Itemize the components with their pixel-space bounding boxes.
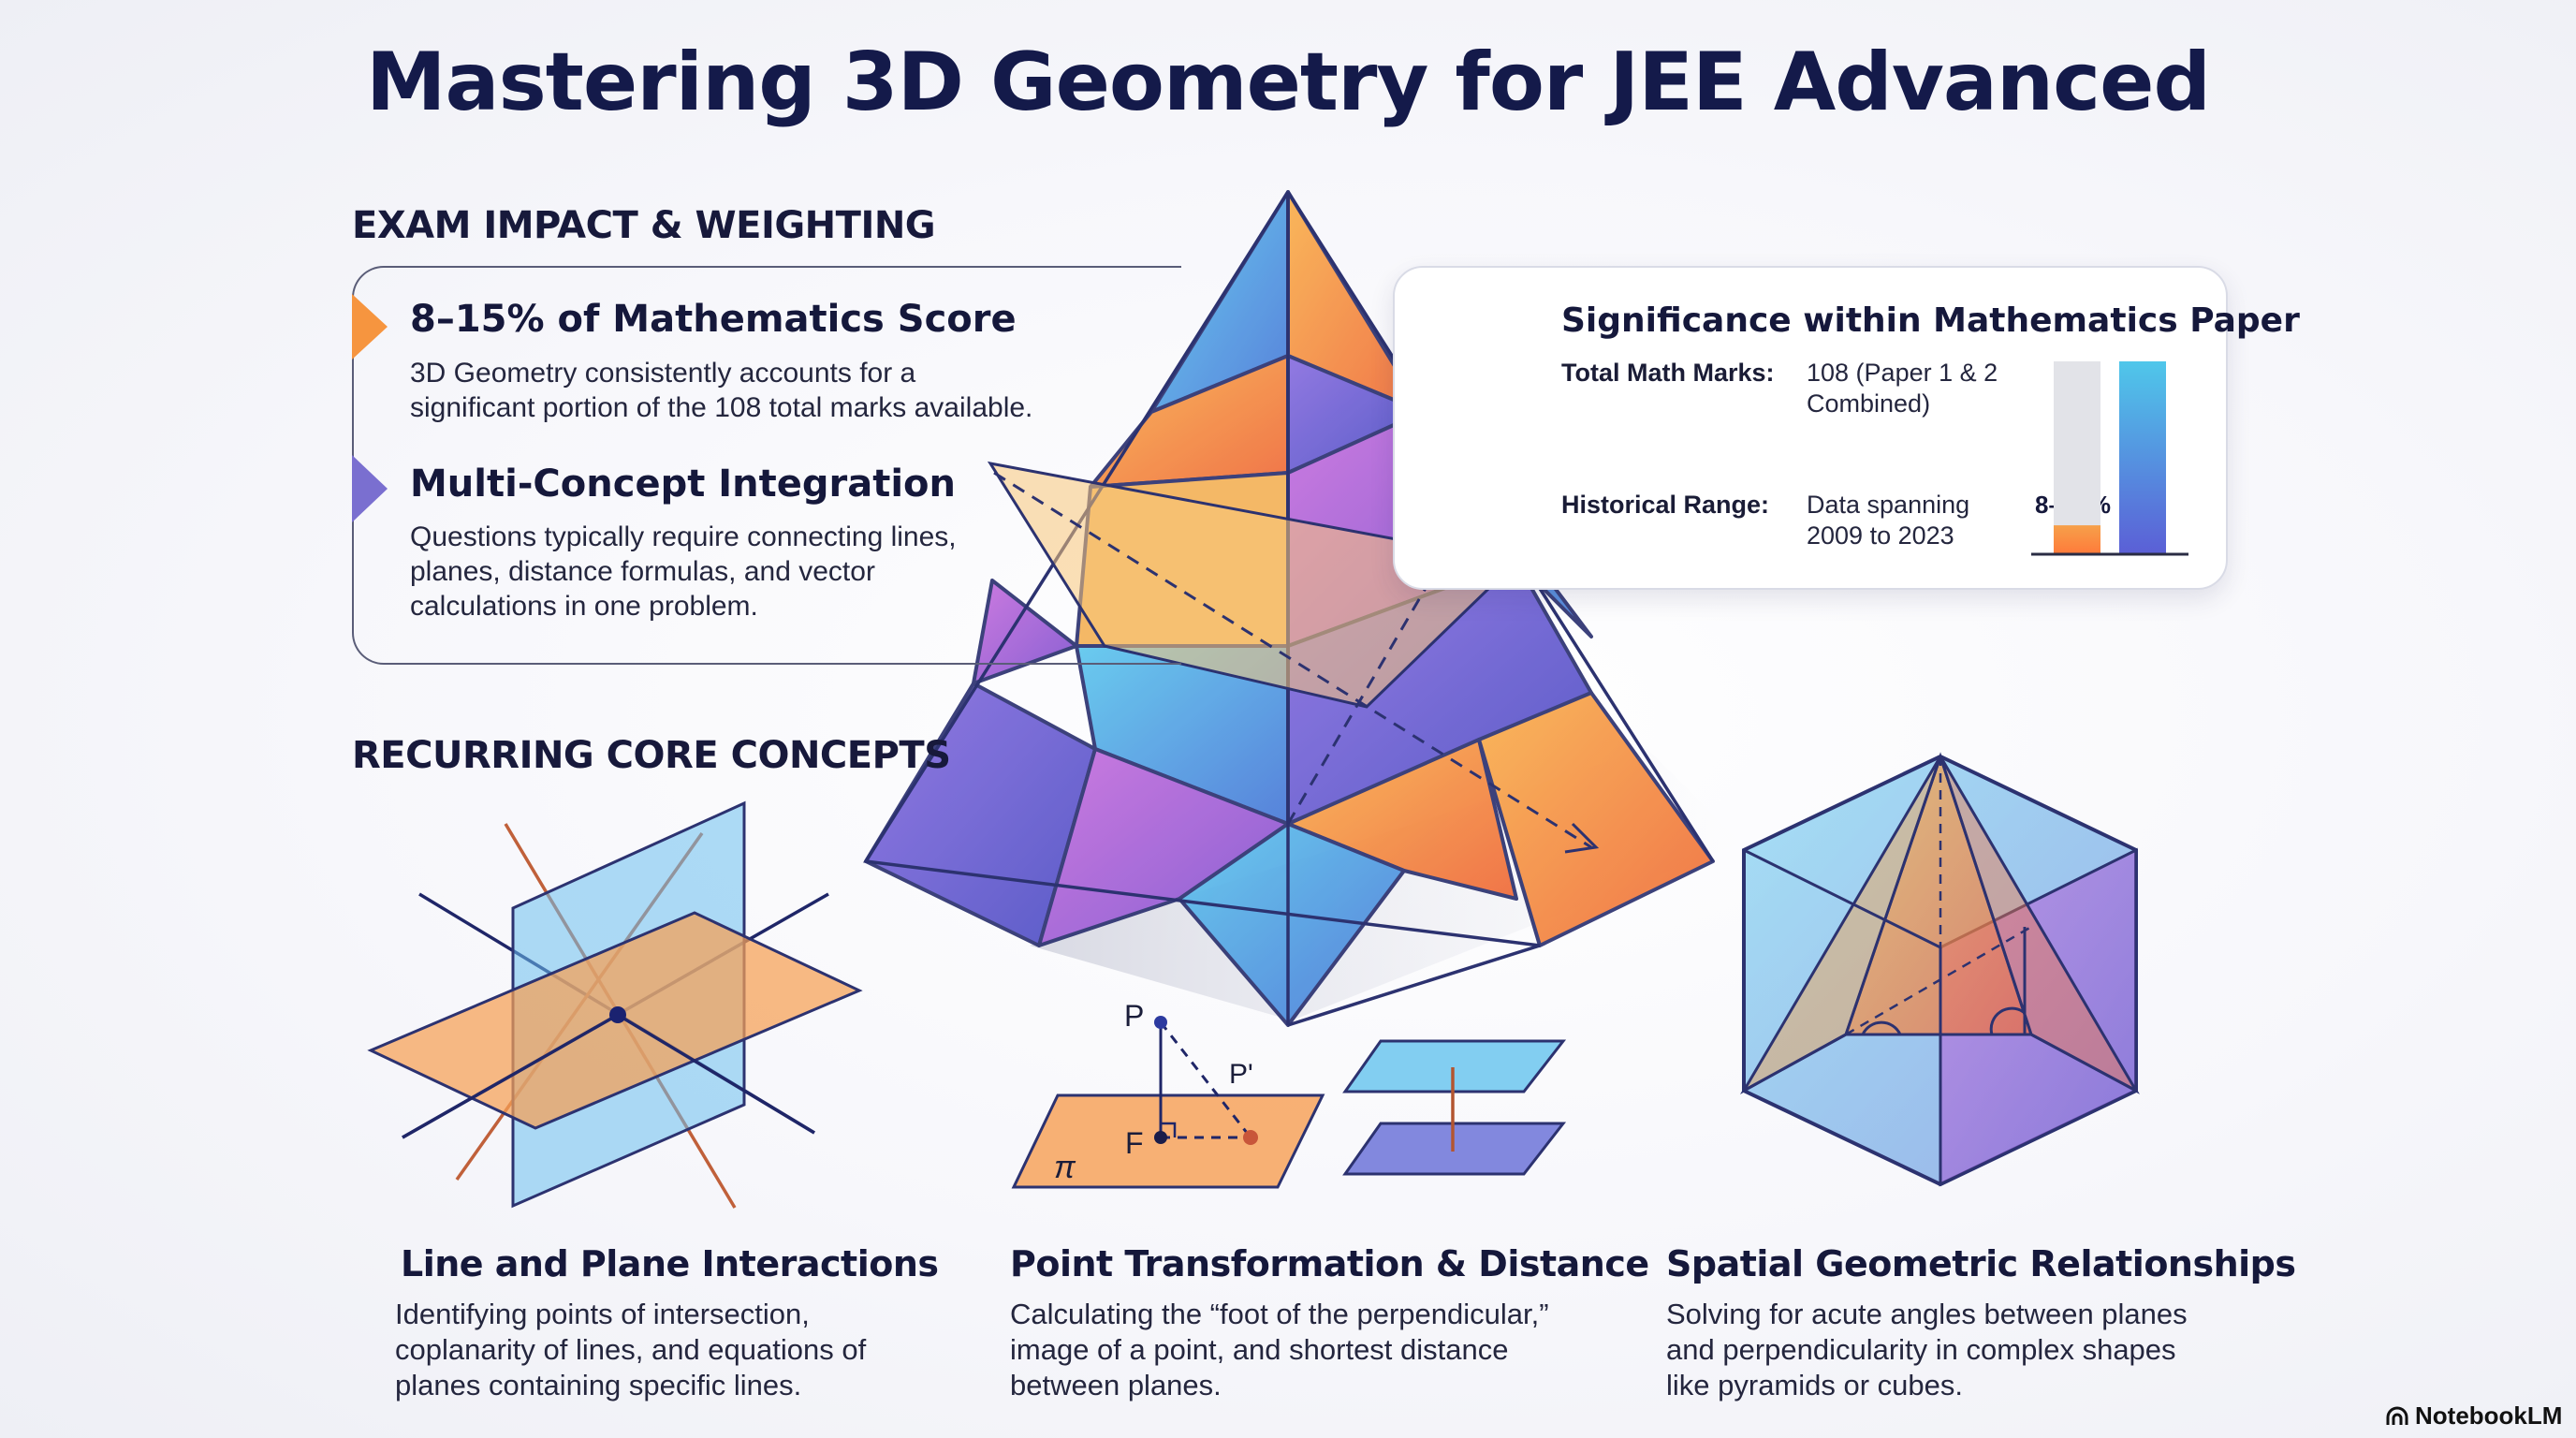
label-p: P [1124, 999, 1144, 1033]
text-line: Solving for acute angles between planes [1666, 1298, 2188, 1330]
text-line: Combined) [1807, 389, 1931, 418]
image-point [1243, 1130, 1258, 1145]
section-heading-exam-impact: EXAM IMPACT & WEIGHTING [352, 204, 936, 247]
text-line: calculations in one problem. [410, 591, 758, 622]
label-foot: F [1125, 1126, 1144, 1160]
text-line: Questions typically require connecting l… [410, 521, 957, 552]
label-p-image: P' [1229, 1059, 1253, 1090]
text-line: like pyramids or cubes. [1666, 1369, 1964, 1401]
purple-chevron-icon [352, 455, 388, 522]
line-plane-illustration [367, 800, 863, 1209]
upper-plane [1342, 1039, 1567, 1093]
foot-point [1154, 1131, 1167, 1144]
perpendicular-illustration: P P' F π [1011, 999, 1567, 1189]
arrow-head [1564, 822, 1600, 854]
geometry-share-bar [2054, 525, 2100, 554]
text-line: 2009 to 2023 [1807, 521, 1954, 550]
orange-chevron-icon [352, 294, 388, 360]
impact-item-text: Questions typically require connecting l… [410, 520, 1121, 624]
text-line: Identifying points of intersection, [395, 1298, 810, 1330]
impact-item-title: Multi-Concept Integration [410, 462, 957, 506]
point-p [1154, 1016, 1167, 1029]
text-line: coplanarity of lines, and equations of [395, 1333, 867, 1366]
concept-title-spatial: Spatial Geometric Relationships [1666, 1243, 2296, 1284]
total-marks-track [2054, 361, 2100, 554]
concept-text-line-plane: Identifying points of intersection, copl… [395, 1297, 866, 1403]
text-line: planes containing specific lines. [395, 1369, 802, 1401]
total-marks-label: Total Math Marks: [1561, 359, 1775, 387]
label-plane: π [1054, 1150, 1076, 1185]
concept-text-point-transformation: Calculating the “foot of the perpendicul… [1010, 1297, 1549, 1403]
text-line: image of a point, and shortest distance [1010, 1333, 1509, 1366]
marks-bar-chart [2031, 361, 2188, 556]
text-line: 108 (Paper 1 & 2 [1807, 359, 1998, 387]
significance-title: Significance within Mathematics Paper [1561, 301, 2300, 340]
text-line: and perpendicularity in complex shapes [1666, 1333, 2176, 1366]
text-line: Data spanning [1807, 491, 1970, 519]
notebooklm-logo-icon [2386, 1406, 2408, 1425]
historical-range-value: Data spanning 2009 to 2023 [1807, 490, 1969, 551]
text-line: Calculating the “foot of the perpendicul… [1010, 1298, 1549, 1330]
facet [1178, 822, 1406, 1027]
text-line: between planes. [1010, 1369, 1222, 1401]
page-title: Mastering 3D Geometry for JEE Advanced [365, 36, 2211, 129]
text-line: planes, distance formulas, and vector [410, 556, 875, 587]
concept-title-line-plane: Line and Plane Interactions [401, 1243, 939, 1284]
total-marks-value: 108 (Paper 1 & 2 Combined) [1807, 358, 1998, 419]
concept-title-point-transformation: Point Transformation & Distance [1010, 1243, 1649, 1284]
impact-item-title: 8–15% of Mathematics Score [410, 298, 1017, 341]
concept-text-spatial: Solving for acute angles between planes … [1666, 1297, 2188, 1403]
brand-label: NotebookLM [2415, 1401, 2563, 1430]
text-line: significant portion of the 108 total mar… [410, 392, 1033, 423]
section-heading-core-concepts: RECURRING CORE CONCEPTS [352, 734, 951, 777]
text-line: 3D Geometry consistently accounts for a [410, 358, 916, 389]
total-marks-bar [2119, 361, 2166, 554]
impact-item-text: 3D Geometry consistently accounts for a … [410, 356, 1121, 425]
facet [972, 579, 1078, 685]
historical-range-label: Historical Range: [1561, 491, 1770, 519]
intersection-point [609, 1006, 626, 1023]
intersecting-plane [987, 461, 1520, 709]
cube-pyramid-illustration [1739, 752, 2140, 1187]
